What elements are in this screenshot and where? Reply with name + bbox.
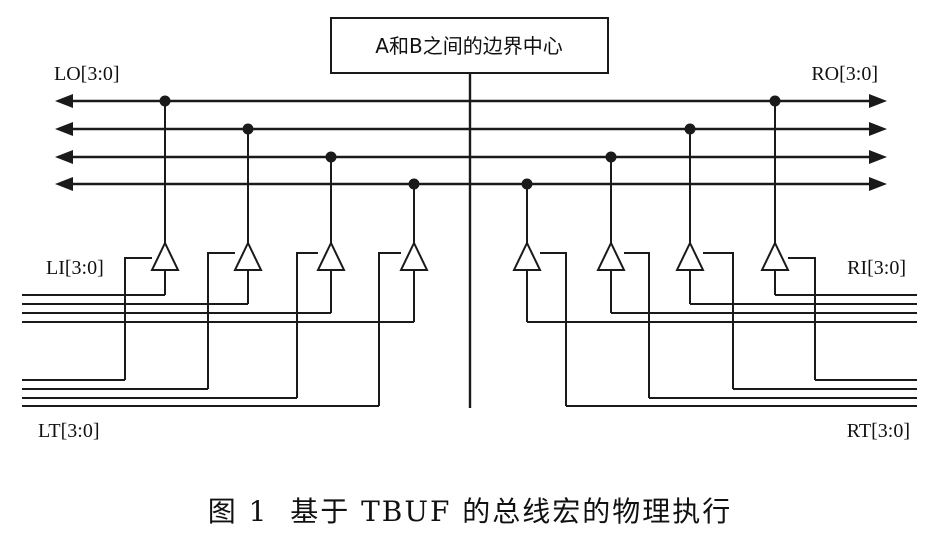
label-lo: LO[3:0] bbox=[54, 63, 120, 85]
right-tbuf-3-junction bbox=[684, 123, 696, 135]
left-tbuf-1-junction bbox=[159, 95, 171, 107]
right-tbuf-4-enable bbox=[788, 257, 816, 380]
right-tbuf-1-enable bbox=[540, 252, 567, 406]
right-tbuf-2-junction bbox=[605, 151, 617, 163]
boundary-center-label: A和B之间的边界中心 bbox=[375, 34, 562, 58]
left-tbuf-3-triangle bbox=[316, 240, 346, 271]
bus-lines bbox=[55, 94, 887, 191]
right-tbuf-2-triangle bbox=[596, 240, 626, 271]
right-tbuf-4-junction bbox=[769, 95, 781, 107]
left-tbuf-1-enable bbox=[124, 257, 152, 380]
right-tbufs bbox=[512, 95, 917, 407]
right-tbuf-1-triangle bbox=[512, 240, 542, 271]
boundary-center-box bbox=[330, 17, 609, 74]
right-tbuf-2-enable bbox=[624, 252, 650, 398]
right-tbuf-4-triangle bbox=[760, 240, 790, 271]
figure-caption: 图 1 基于 TBUF 的总线宏的物理执行 bbox=[208, 495, 733, 528]
left-arrowhead-2 bbox=[55, 122, 73, 136]
left-tbuf-2-triangle bbox=[233, 240, 263, 271]
left-tbuf-4-triangle bbox=[399, 240, 429, 271]
right-tbuf-1-junction bbox=[521, 178, 533, 190]
right-arrowhead-2 bbox=[869, 122, 887, 136]
label-rt: RT[3:0] bbox=[847, 420, 910, 442]
label-lt: LT[3:0] bbox=[38, 420, 99, 442]
left-tbuf-3-enable bbox=[296, 252, 318, 398]
left-tbuf-1-triangle bbox=[150, 240, 180, 271]
left-arrowhead-3 bbox=[55, 94, 73, 108]
left-tbuf-4-enable bbox=[378, 252, 401, 406]
left-tbufs bbox=[22, 95, 429, 407]
right-tbuf-3-triangle bbox=[675, 240, 705, 271]
left-tbuf-3-junction bbox=[325, 151, 337, 163]
label-ro: RO[3:0] bbox=[811, 63, 878, 85]
left-tbuf-2-enable bbox=[207, 252, 235, 389]
right-arrowhead-3 bbox=[869, 94, 887, 108]
left-arrowhead-1 bbox=[55, 150, 73, 164]
right-tbuf-3-enable bbox=[703, 252, 734, 389]
left-tbuf-4-junction bbox=[408, 178, 420, 190]
left-arrowhead-0 bbox=[55, 177, 73, 191]
left-tbuf-2-junction bbox=[242, 123, 254, 135]
right-arrowhead-0 bbox=[869, 177, 887, 191]
label-ri: RI[3:0] bbox=[847, 257, 906, 279]
right-arrowhead-1 bbox=[869, 150, 887, 164]
label-li: LI[3:0] bbox=[46, 257, 104, 279]
